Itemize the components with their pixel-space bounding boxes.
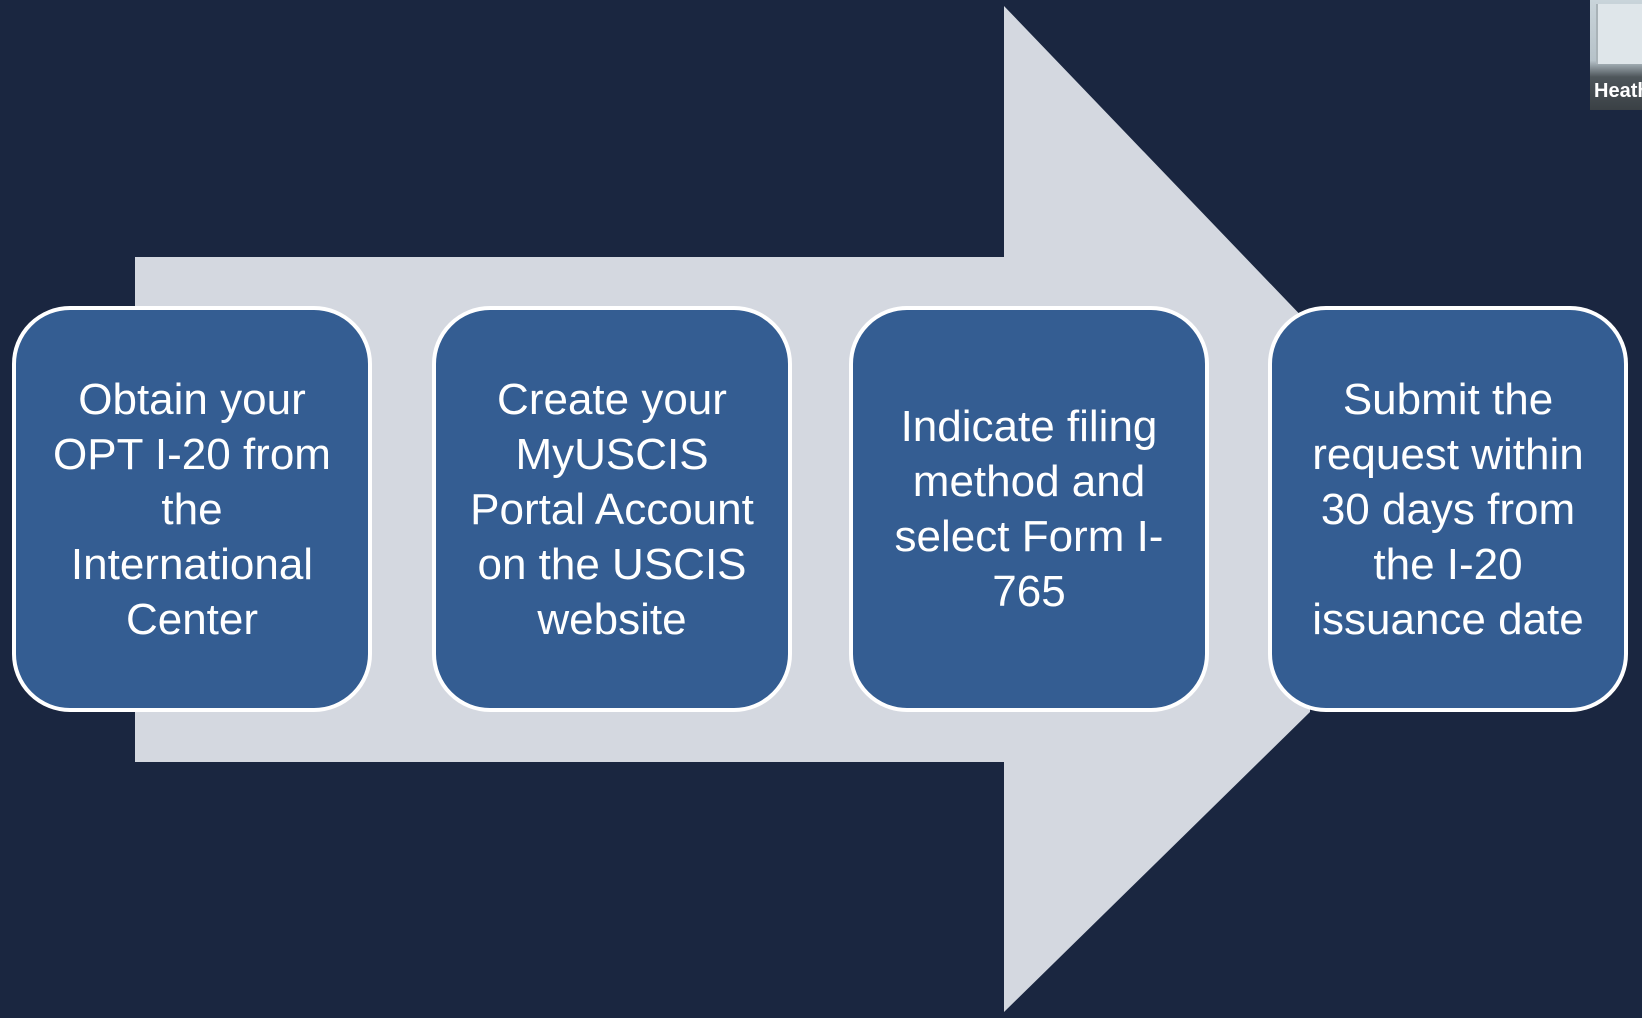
step-box-4: Submit the request within 30 days from t… — [1268, 306, 1628, 712]
step-text-4: Submit the request within 30 days from t… — [1312, 374, 1584, 644]
participant-video-thumbnail[interactable]: Heath — [1590, 0, 1642, 110]
step-text-3: Indicate filing method and select Form I… — [894, 402, 1164, 616]
step-box-1: Obtain your OPT I-20 from the Internatio… — [12, 306, 372, 712]
participant-name-label: Heath — [1594, 80, 1642, 102]
step-box-3: Indicate filing method and select Form I… — [849, 306, 1209, 712]
step-text-2: Create your MyUSCIS Portal Account on th… — [470, 374, 754, 644]
step-box-2: Create your MyUSCIS Portal Account on th… — [432, 306, 792, 712]
participant-video-feed — [1596, 4, 1642, 64]
step-text-1: Obtain your OPT I-20 from the Internatio… — [53, 374, 331, 644]
